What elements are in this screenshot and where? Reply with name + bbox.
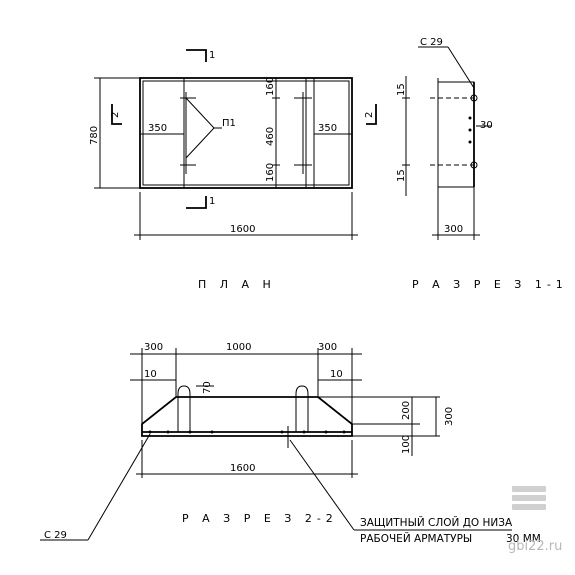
plan-part-leader <box>185 97 215 159</box>
section22-length-dim: 1600 <box>230 463 255 474</box>
watermark-logo-icon <box>512 486 546 510</box>
section22-loop-dim: 70 <box>202 381 213 394</box>
plan-part-label: П1 <box>222 118 236 129</box>
plan-right-strip-dim: 350 <box>318 123 337 134</box>
section11-bottom-dim: 15 <box>396 169 407 182</box>
watermark: gbi22.ru <box>508 486 562 554</box>
section22-offset-right-dim: 10 <box>330 369 343 380</box>
plan-left-strip-dim: 350 <box>148 123 167 134</box>
plan-height-dim: 780 <box>89 126 100 145</box>
section22-right-dim: 300 <box>318 342 337 353</box>
section-1-1-view: С 29 15 15 30 300 Р А З Р Е З 1-1 <box>396 37 568 291</box>
section22-upper-dim: 200 <box>401 401 412 420</box>
plan-middle-bottom-dim: 160 <box>265 163 276 182</box>
plan-section2-right: 2 <box>364 112 375 118</box>
plan-view: П1 350 350 160 460 160 780 1600 1 1 2 2 … <box>89 49 377 291</box>
section22-left-dim: 300 <box>144 342 163 353</box>
section11-title: Р А З Р Е З 1-1 <box>412 278 568 291</box>
plan-section1-bottom: 1 <box>209 196 215 207</box>
section11-width-dim: 300 <box>444 224 463 235</box>
section11-part-label: С 29 <box>420 37 443 48</box>
section22-part-label: С 29 <box>44 530 67 541</box>
plan-slab-inner <box>142 80 350 186</box>
section11-top-dim: 15 <box>396 83 407 96</box>
section22-lower-dim: 100 <box>401 435 412 454</box>
watermark-text: gbi22.ru <box>508 539 562 554</box>
section22-slab <box>141 396 353 437</box>
plan-title: П Л А Н <box>198 278 276 291</box>
plan-slab-outline <box>139 77 353 189</box>
section22-left-loop <box>177 385 191 432</box>
section22-note-line2: РАБОЧЕЙ АРМАТУРЫ <box>360 532 472 545</box>
plan-section1-top: 1 <box>209 50 215 61</box>
section11-spacing-dim: 30 <box>480 120 493 131</box>
plan-width-dim: 1600 <box>230 224 255 235</box>
section22-right-loop <box>295 385 309 432</box>
section22-title: Р А З Р Е З 2-2 <box>182 512 338 525</box>
section22-note-line1: ЗАЩИТНЫЙ СЛОЙ ДО НИЗА <box>360 516 513 529</box>
plan-section2-left: 2 <box>110 112 121 118</box>
section22-total-height-dim: 300 <box>444 407 455 426</box>
section22-note-value: 30 ММ <box>506 533 541 545</box>
section22-offset-left-dim: 10 <box>144 369 157 380</box>
section22-center-dim: 1000 <box>226 342 251 353</box>
plan-middle-dim: 460 <box>265 127 276 146</box>
section-2-2-view: 300 1000 300 10 10 70 200 100 300 1600 С… <box>40 342 541 545</box>
plan-middle-top-dim: 160 <box>265 77 276 96</box>
